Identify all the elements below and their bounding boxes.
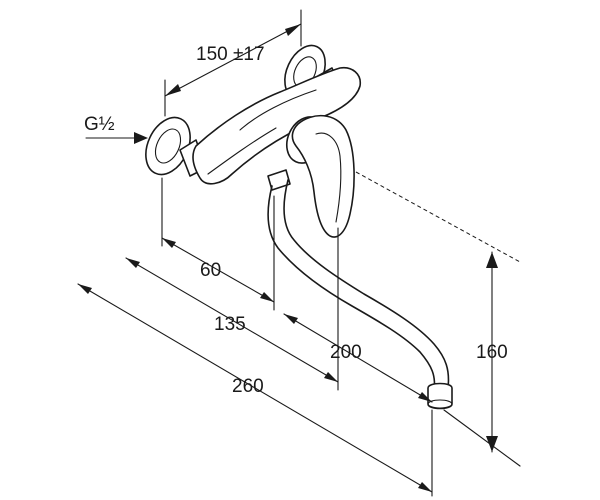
dim-60-arrow-left [162,238,176,248]
dim-60-line [161,237,275,303]
dim-160-arrow-top [486,252,498,268]
lever-handle [291,114,355,238]
faucet-body [145,44,453,410]
dim-160-arrow-bottom [486,436,498,452]
label-width-range: 150 ±17 [196,44,265,65]
width-arrow-left [165,84,181,96]
dim-260-arrow-right [418,482,432,492]
dim-200-arrow-right [418,392,432,402]
aerator [427,382,453,410]
dim-200-arrow-left [284,314,298,324]
label-total-depth: 260 [232,376,264,397]
aerator-outlet [427,399,453,409]
height-ext-bottom [443,409,521,467]
dim-135-arrow-right [324,372,338,382]
label-spout-reach: 200 [330,342,362,363]
dimension-lines [77,9,521,497]
dim-60-arrow-right [260,292,274,302]
dim-260-line [77,283,433,493]
dim-135-arrow-left [126,258,140,268]
label-spout-height: 160 [476,342,508,363]
housing-edge-highlight [239,89,317,131]
label-wall-to-body: 135 [214,314,246,335]
label-wall-to-axis: 60 [200,260,221,281]
width-dim-line [164,23,302,97]
spout-inner [283,179,450,389]
left-flange-inner [154,128,182,164]
width-arrow-right [285,24,301,36]
dimension-labels: 150 ±17 G½ 60 135 200 260 160 [84,44,508,397]
label-thread: G½ [84,114,115,135]
thread-arrow [134,132,148,144]
dim-260-arrow-left [78,284,92,294]
height-ext-top [355,171,521,263]
housing-edge-lower [207,127,277,175]
spout-outer [267,185,436,391]
dim-135-line [125,257,339,383]
lever-highlight [315,132,342,223]
spout-collar [267,169,291,191]
dim-200-line [283,313,433,403]
